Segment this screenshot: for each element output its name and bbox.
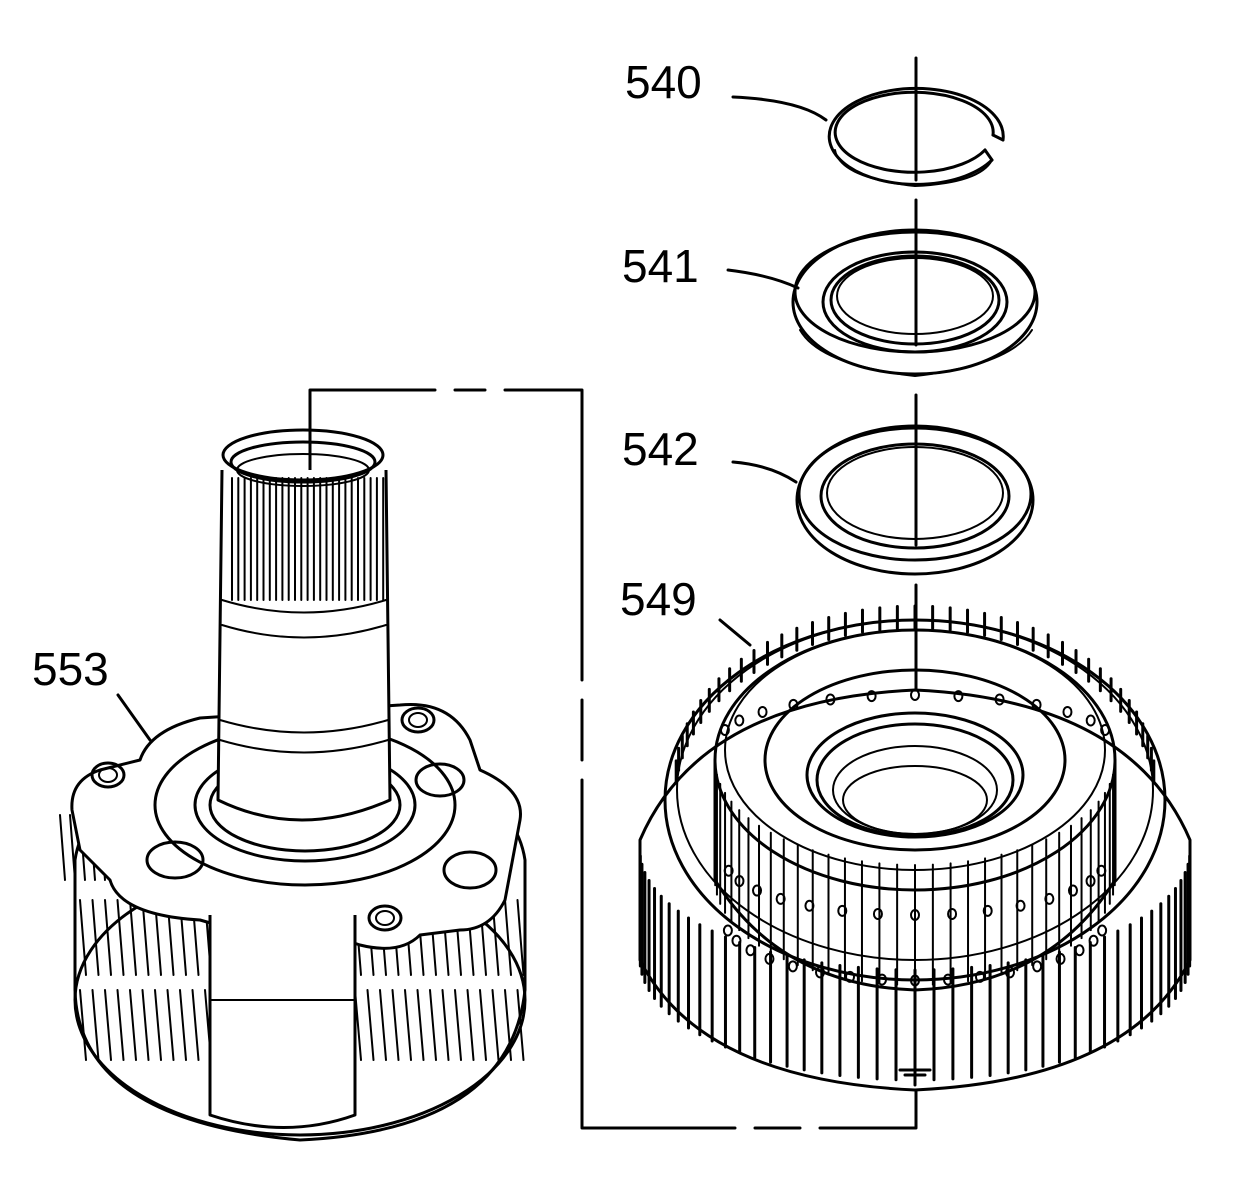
- callout-541: 541: [622, 240, 699, 292]
- leader-553: [116, 693, 152, 742]
- thrust-bearing-541: [791, 228, 1039, 377]
- planetary-carrier-553: [59, 428, 527, 1142]
- callout-540: 540: [625, 56, 702, 108]
- callout-553: 553: [32, 643, 109, 695]
- leader-542: [731, 460, 798, 484]
- snap-ring-540: [827, 86, 1005, 187]
- callout-549: 549: [620, 573, 697, 625]
- leader-541: [726, 268, 800, 290]
- thrust-washer-542: [795, 424, 1035, 576]
- leader-549: [718, 618, 752, 647]
- callout-542: 542: [622, 423, 699, 475]
- clutch-housing-549: [638, 604, 1192, 1092]
- leader-lines: [116, 95, 828, 742]
- callout-labels: 540 541 542 549 553: [32, 56, 702, 695]
- leader-540: [731, 95, 828, 122]
